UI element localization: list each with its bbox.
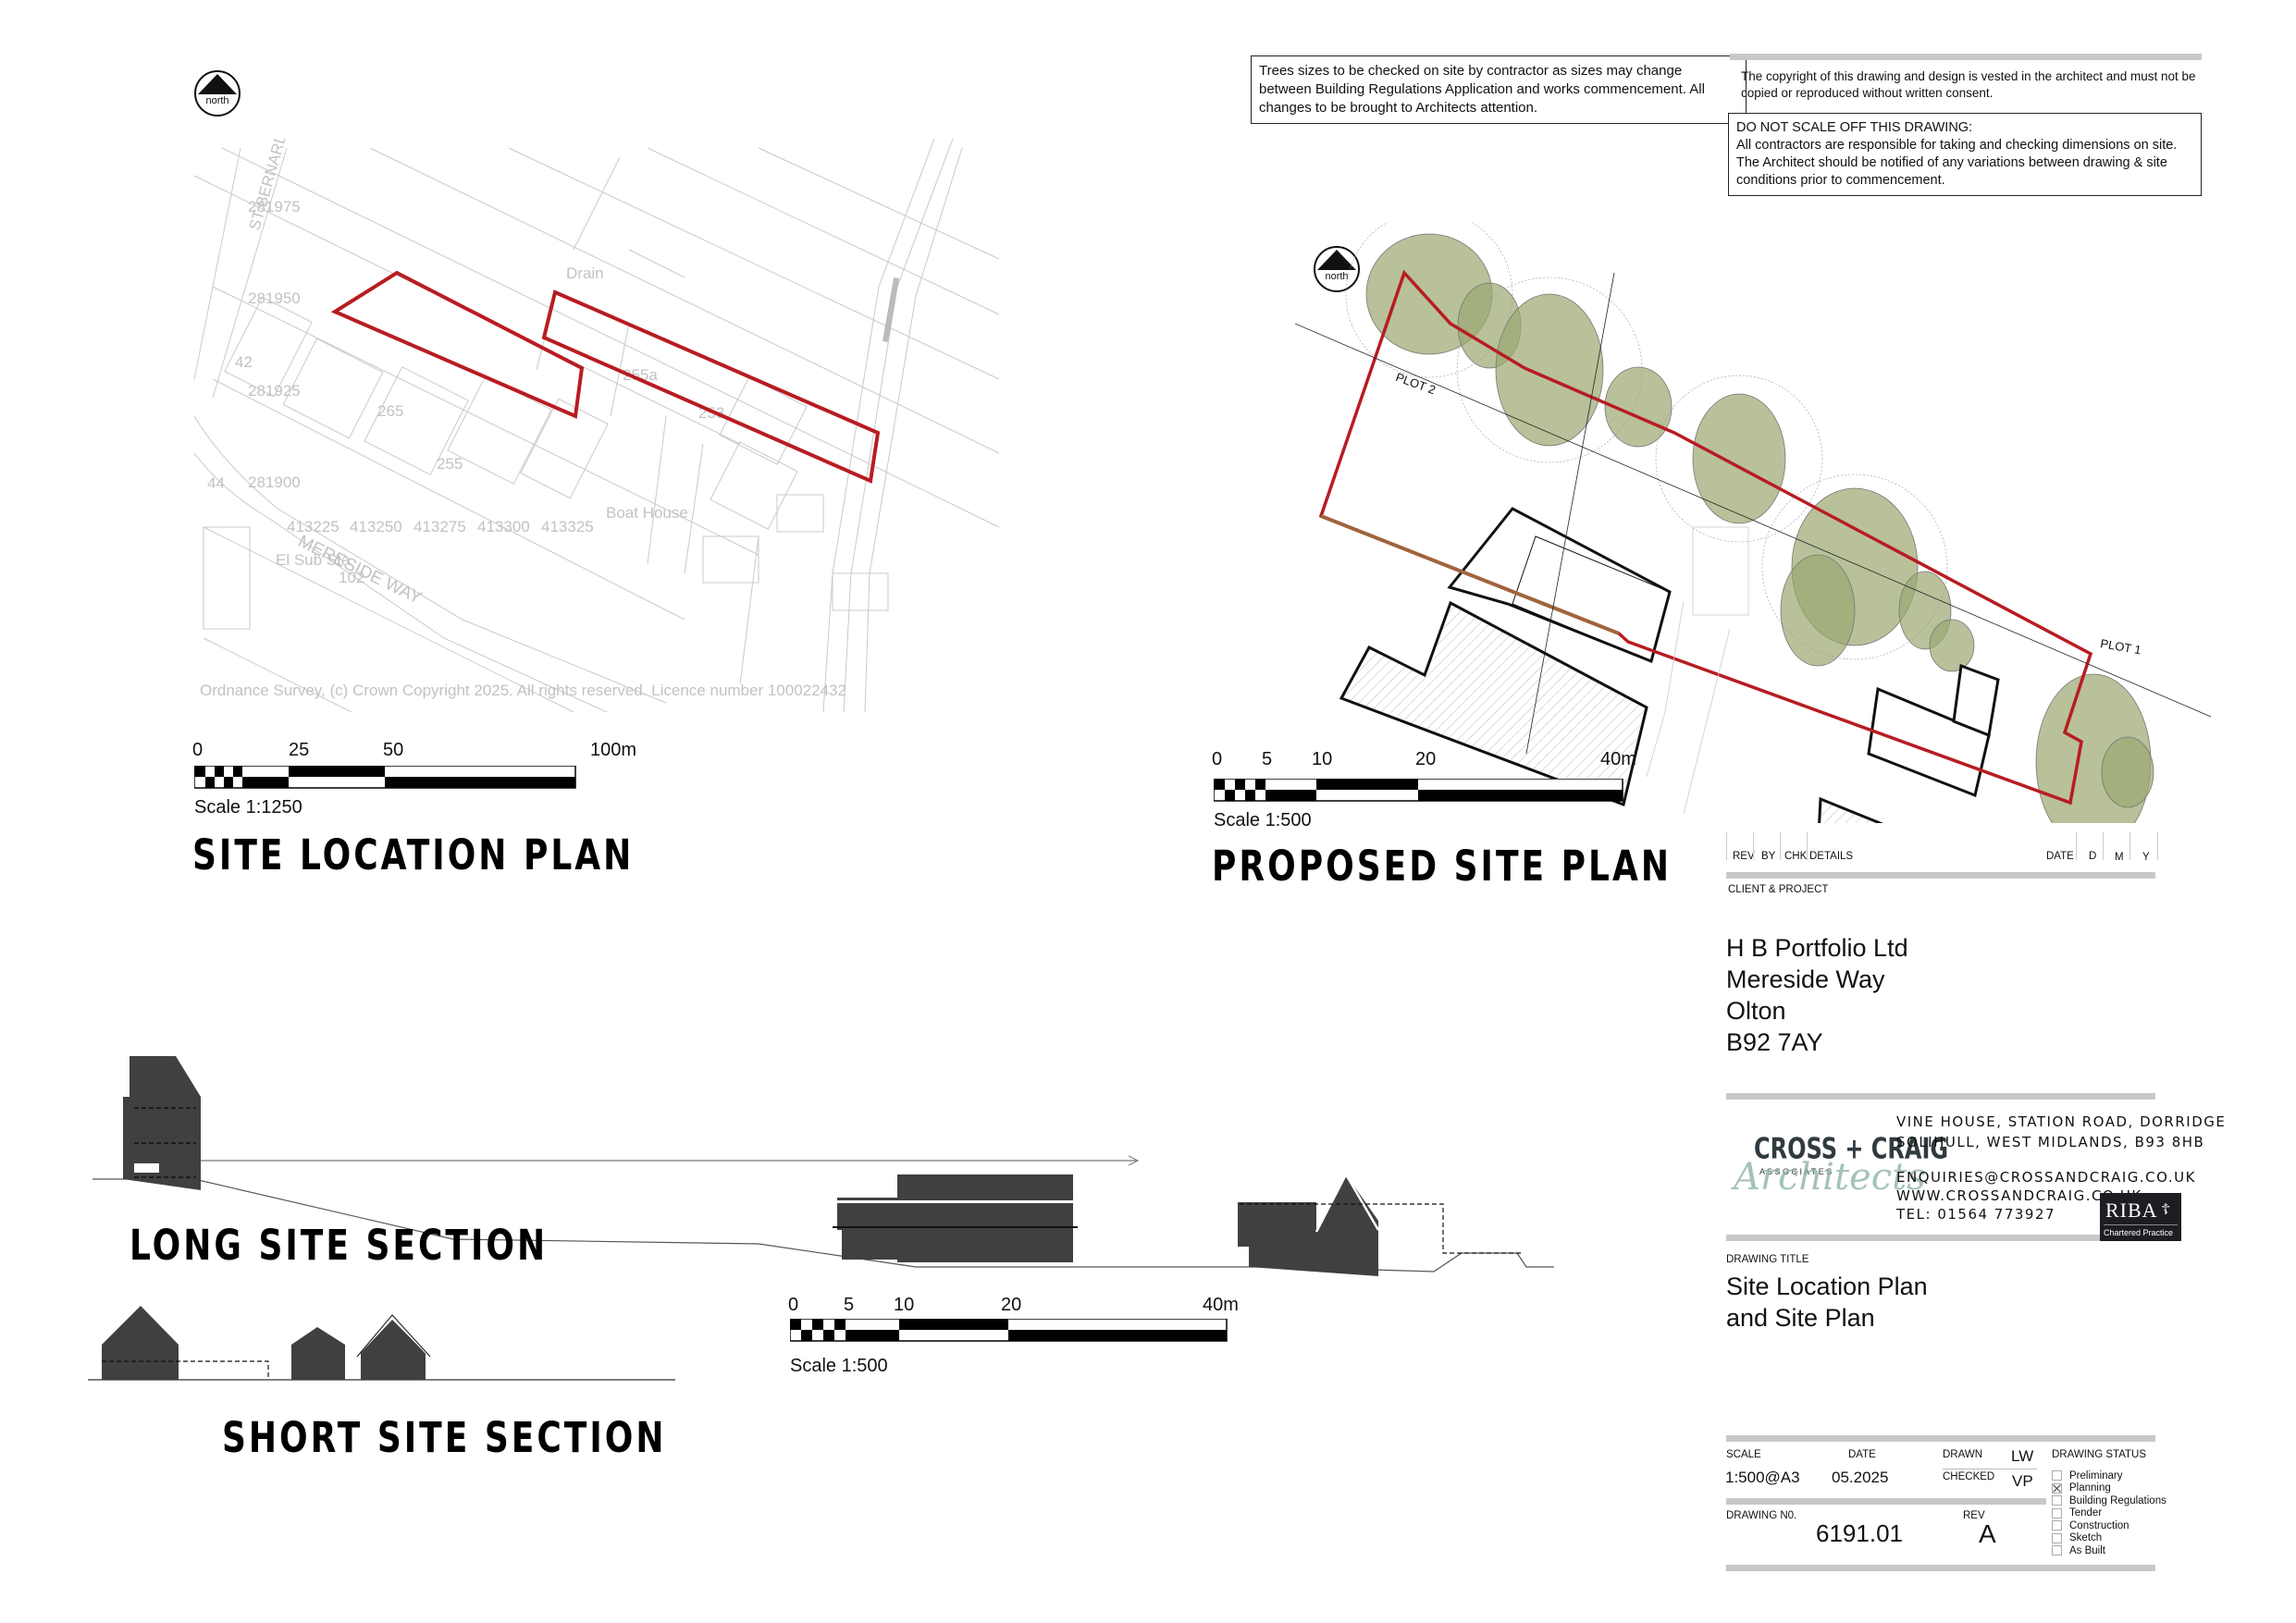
site-location-map: ST BERNARDS ROAD	[193, 139, 1000, 712]
drawing-number-value: 6191.01	[1816, 1519, 1903, 1547]
scale-text-location: Scale 1:1250	[194, 797, 302, 818]
grid-label: 281925	[248, 382, 301, 400]
house-number: 102	[339, 569, 365, 586]
grid-label: 281950	[248, 289, 301, 307]
checkbox-icon[interactable]	[2052, 1495, 2062, 1506]
status-option-planning[interactable]: Planning	[2052, 1482, 2166, 1495]
scale-text-site-plan: Scale 1:500	[1214, 810, 1312, 830]
boat-house-label: Boat House	[606, 504, 688, 522]
checkbox-icon[interactable]	[2052, 1507, 2062, 1518]
drain-label: Drain	[566, 264, 604, 282]
status-option-sketch[interactable]: Sketch	[2052, 1532, 2166, 1545]
short-section-drawing	[88, 1306, 675, 1381]
site-boundary-overlay	[541, 289, 881, 484]
tree-sizes-note: Trees sizes to be checked on site by con…	[1251, 55, 1747, 124]
proposed-site-plan-drawing	[1295, 222, 2212, 823]
divider-bar	[1726, 1498, 2046, 1505]
status-option-tender[interactable]: Tender	[2052, 1507, 2166, 1520]
grid-label: 413325	[541, 518, 594, 535]
date-value: 05.2025	[1832, 1469, 1889, 1486]
checkbox-icon[interactable]	[2052, 1545, 2062, 1556]
practice-email: ENQUIRIES@CROSSANDCRAIG.CO.UK	[1896, 1169, 2196, 1186]
short-section-title: SHORT SITE SECTION	[222, 1415, 667, 1463]
scale-value: 1:500@A3	[1725, 1469, 1800, 1486]
divider-bar	[1726, 1093, 2155, 1100]
checked-value: VP	[2012, 1472, 2033, 1490]
divider-bar	[1726, 1565, 2155, 1571]
north-arrow-site-plan: north	[1314, 246, 1360, 292]
status-option-construction[interactable]: Construction	[2052, 1519, 2166, 1532]
north-arrow-location-plan: north	[194, 70, 241, 117]
rev-value: A	[1979, 1519, 1996, 1548]
rev-label: REV	[1963, 1510, 1985, 1521]
checkbox-icon[interactable]	[2052, 1470, 2062, 1482]
north-arrow-icon	[1317, 250, 1356, 270]
long-section-drawing	[93, 1056, 1554, 1276]
status-option-as-built[interactable]: As Built	[2052, 1544, 2166, 1557]
do-not-scale-note: DO NOT SCALE OFF THIS DRAWING: All contr…	[1728, 113, 2202, 196]
client-project-label: CLIENT & PROJECT	[1728, 884, 1829, 895]
riba-lion-icon: ☦	[2161, 1202, 2171, 1218]
long-section-title: LONG SITE SECTION	[130, 1223, 549, 1271]
scale-bar-site-plan: 0 5 10 20 40m	[1212, 749, 1674, 805]
divider-bar	[1726, 872, 2155, 879]
drawn-value: LW	[2011, 1447, 2034, 1465]
checkbox-icon[interactable]	[2052, 1532, 2062, 1543]
revision-table-header: REV BY CHK DETAILS DATE D M Y	[1726, 832, 2189, 863]
house-number: 44	[207, 474, 225, 492]
house-number: 265	[377, 402, 404, 420]
practice-logo: CROSS + CRAIG A S S O C I A T E S Archit…	[1734, 1132, 1949, 1199]
grid-label: 413250	[350, 518, 402, 535]
drawn-label: DRAWN	[1943, 1449, 1983, 1460]
north-arrow-icon	[198, 74, 237, 94]
site-location-plan-title: SITE LOCATION PLAN	[192, 832, 635, 880]
scale-bar-sections: 0 5 10 20 40m	[788, 1295, 1251, 1350]
divider-bar	[1726, 1235, 2100, 1241]
grid-label: 413300	[477, 518, 530, 535]
checkbox-icon[interactable]	[2052, 1520, 2062, 1531]
status-option-preliminary[interactable]: Preliminary	[2052, 1469, 2166, 1482]
house-number: 255	[437, 455, 463, 473]
riba-badge: RIBA ☦ Chartered Practice	[2100, 1193, 2181, 1241]
practice-phone: TEL: 01564 773927	[1896, 1206, 2056, 1223]
checked-label: CHECKED	[1943, 1471, 1995, 1482]
os-copyright: Ordnance Survey, (c) Crown Copyright 202…	[200, 682, 846, 699]
date-label: DATE	[1848, 1449, 1876, 1460]
substation-label: El Sub Sta	[276, 551, 351, 569]
house-number: 42	[235, 353, 253, 371]
grid-label: 413225	[287, 518, 339, 535]
copyright-note: The copyright of this drawing and design…	[1741, 69, 2196, 100]
checkbox-checked-icon[interactable]	[2052, 1482, 2062, 1494]
practice-website: WWW.CROSSANDCRAIG.CO.UK	[1896, 1187, 2142, 1204]
practice-address: VINE HOUSE, STATION ROAD, DORRIDGE SOLIH…	[1896, 1113, 2227, 1223]
grid-label: 281975	[248, 198, 301, 215]
scale-label: SCALE	[1726, 1449, 1761, 1460]
status-option-building-regulations[interactable]: Building Regulations	[2052, 1494, 2166, 1507]
grid-label: 281900	[248, 473, 301, 491]
drawing-title-label: DRAWING TITLE	[1726, 1254, 1809, 1265]
divider-bar	[1730, 54, 2202, 60]
divider-bar	[1726, 1435, 2155, 1442]
site-boundary-location	[330, 270, 585, 419]
client-address: H B Portfolio Ltd Mereside Way Olton B92…	[1726, 934, 1908, 1056]
drawing-title: Site Location Plan and Site Plan	[1726, 1273, 1928, 1332]
scale-text-sections: Scale 1:500	[790, 1356, 888, 1376]
scale-bar-location: 0 25 50 100m	[192, 740, 636, 795]
proposed-site-plan-title: PROPOSED SITE PLAN	[1212, 843, 1672, 891]
drawing-status-label: DRAWING STATUS	[2052, 1449, 2147, 1460]
drawing-status-list: Preliminary Planning Building Regulation…	[2052, 1469, 2166, 1557]
grid-label: 413275	[414, 518, 466, 535]
drawing-number-label: DRAWING N0.	[1726, 1510, 1797, 1521]
house-number: 255a	[623, 366, 658, 384]
